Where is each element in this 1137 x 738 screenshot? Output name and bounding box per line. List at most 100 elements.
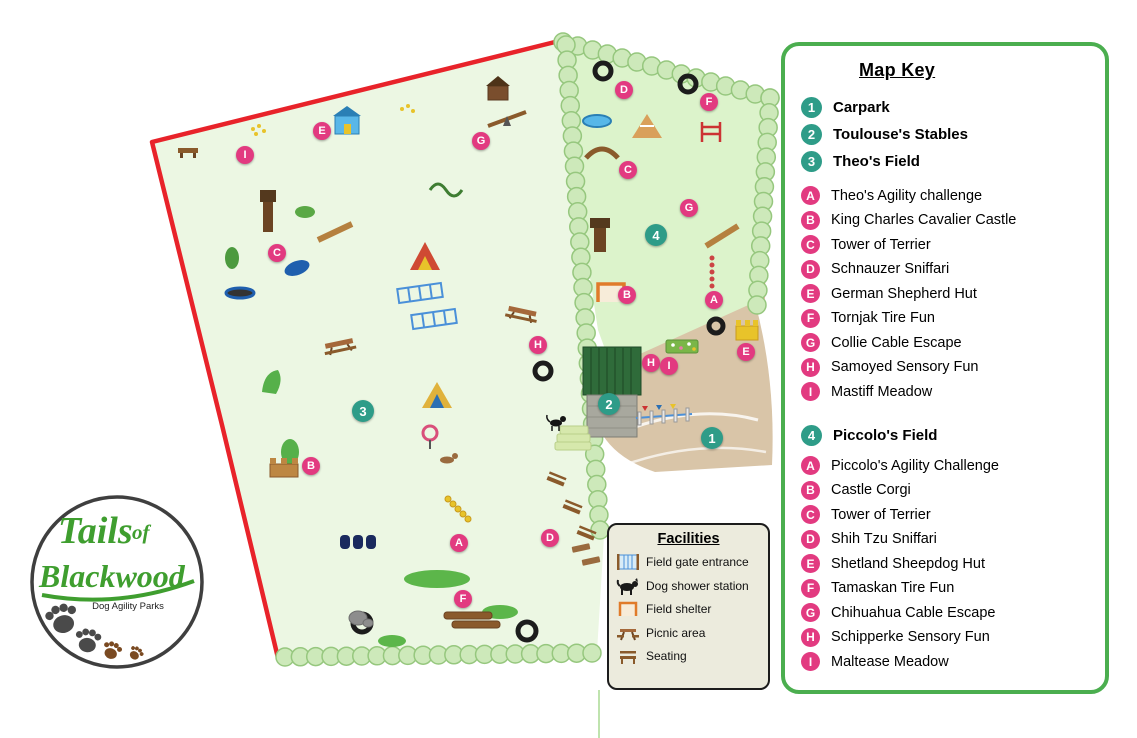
a-frame-icon xyxy=(632,114,662,138)
key-label: Chihuahua Cable Escape xyxy=(831,604,996,621)
picnic-table-icon xyxy=(324,338,357,356)
picnic-icon xyxy=(617,628,639,640)
facilities-title: Facilities xyxy=(657,531,720,547)
log-jump-icon xyxy=(443,611,501,629)
logo-swoosh xyxy=(41,579,195,602)
hay-bales-icon xyxy=(554,425,592,451)
gate-fence-icon xyxy=(635,404,693,426)
seesaw-icon xyxy=(487,110,527,128)
tree-icon xyxy=(428,182,464,198)
key-badge-g: G xyxy=(801,333,820,352)
trampoline-icon xyxy=(224,286,256,300)
shelter-icon xyxy=(618,601,638,616)
facility-label: Seating xyxy=(646,649,687,663)
facility-label: Field gate entrance xyxy=(646,555,749,569)
tunnel-icon xyxy=(284,260,310,276)
dog-shower-icon xyxy=(616,577,638,595)
key-item: F Tornjak Tire Fun xyxy=(801,308,1091,328)
jump-ladder-icon xyxy=(396,281,458,331)
key-badge-g: G xyxy=(801,603,820,622)
facility-label: Picnic area xyxy=(646,625,706,640)
castle-icon xyxy=(735,320,759,341)
logo-subtitle: Dog Agility Parks xyxy=(92,601,164,612)
key-badge-h: H xyxy=(801,357,820,377)
key-item: E Shetland Sheepdog Hut xyxy=(801,554,1091,573)
key-label: Castle Corgi xyxy=(831,482,911,498)
key-item-piccolos-field: 4 Piccolo's Field xyxy=(801,425,1091,446)
key-badge-c: C xyxy=(801,505,820,524)
key-label: German Shepherd Hut xyxy=(831,285,977,302)
gate-icon xyxy=(617,554,639,570)
bridge-icon xyxy=(584,146,620,160)
key-badge-f: F xyxy=(801,308,820,328)
key-badge-a: A xyxy=(801,456,820,475)
key-item: A Piccolo's Agility Challenge xyxy=(801,456,1091,475)
key-label: Samoyed Sensory Fun xyxy=(831,359,979,375)
a-frame-icon xyxy=(422,382,452,408)
park-logo: Tails of Blackwood Dog Agility Parks xyxy=(28,493,206,671)
key-badge-i: I xyxy=(801,652,820,671)
key-item-stables: 2 Toulouse's Stables xyxy=(801,124,1091,145)
flowers-icon xyxy=(251,124,266,136)
key-label: Toulouse's Stables xyxy=(833,126,968,143)
watch-tower-icon xyxy=(590,218,610,252)
bush-icon xyxy=(225,247,239,269)
facility-row-seating: Seating xyxy=(616,646,761,666)
shelter-icon xyxy=(596,282,626,302)
playhouse-icon xyxy=(333,106,361,135)
a-frame-icon xyxy=(410,242,440,270)
facility-row-shelter: Field shelter xyxy=(616,599,761,619)
key-label: Theo's Field xyxy=(833,153,920,170)
key-label: Piccolo's Agility Challenge xyxy=(831,457,999,474)
key-badge-e: E xyxy=(801,554,820,573)
key-label: Schnauzer Sniffari xyxy=(831,261,950,277)
sign-icon xyxy=(571,543,601,566)
slide-icon xyxy=(262,370,281,394)
flower-bed-icon xyxy=(665,339,699,354)
carpark-area xyxy=(600,302,773,472)
bench-icon xyxy=(620,651,636,664)
facilities-panel: Facilities Field gate entrance Dog showe… xyxy=(607,523,770,690)
hedges xyxy=(275,32,780,667)
key-badge-c: C xyxy=(801,235,820,254)
weave-poles-icon xyxy=(444,495,472,523)
key-item-theos-field: 3 Theo's Field xyxy=(801,151,1091,172)
tunnel-row-icon xyxy=(340,535,376,549)
key-label: Schipperke Sensory Fun xyxy=(831,629,990,645)
facility-row-picnic: Picnic area xyxy=(616,623,761,643)
logo-circle xyxy=(30,495,204,669)
key-item: G Chihuahua Cable Escape xyxy=(801,603,1091,622)
key-badge-h: H xyxy=(801,627,820,647)
key-badge-a: A xyxy=(801,186,820,205)
key-item: G Collie Cable Escape xyxy=(801,333,1091,352)
key-badge-b: B xyxy=(801,210,820,230)
weave-poles-icon xyxy=(709,255,715,289)
facility-row-shower: Dog shower station xyxy=(616,576,761,596)
key-label: Shetland Sheepdog Hut xyxy=(831,555,985,572)
dog-icon xyxy=(546,414,566,431)
stables-building xyxy=(582,346,642,438)
pool-icon xyxy=(582,114,612,128)
key-badge-i: I xyxy=(801,382,820,401)
key-label: Collie Cable Escape xyxy=(831,334,962,351)
key-label: Tornjak Tire Fun xyxy=(831,310,935,326)
key-label: King Charles Cavalier Castle xyxy=(831,212,1017,228)
key-item: B King Charles Cavalier Castle xyxy=(801,210,1091,230)
key-item-carpark: 1 Carpark xyxy=(801,97,1091,118)
bench-icon xyxy=(178,148,198,158)
key-badge-e: E xyxy=(801,284,820,303)
hut-icon xyxy=(486,76,510,101)
picnic-table-icon xyxy=(504,305,537,324)
facility-label: Dog shower station xyxy=(646,578,749,593)
dog-walk-icon xyxy=(704,223,740,249)
